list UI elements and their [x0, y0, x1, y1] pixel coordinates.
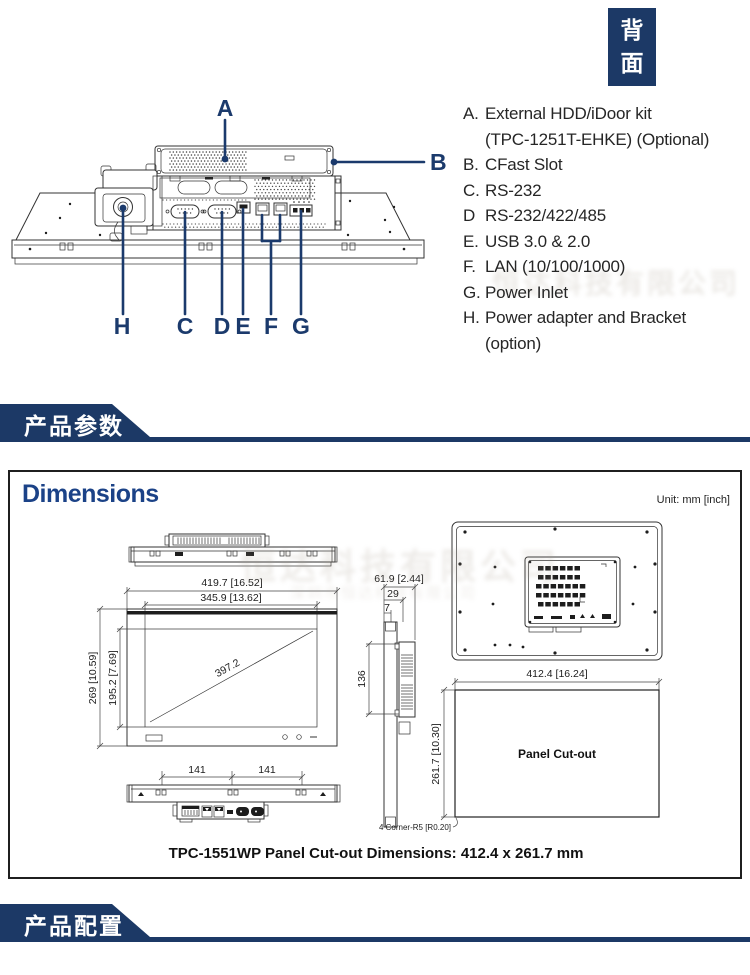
dim-side-136: 136: [356, 670, 368, 688]
dimensions-unit: Unit: mm [inch]: [656, 494, 730, 506]
back-char-2: 面: [620, 50, 644, 77]
legend-item-a: A. External HDD/iDoor kit(TPC-1251T-EHKE…: [463, 104, 710, 149]
legend-item-d: D RS-232/422/485: [463, 206, 607, 225]
dim-cutout-height: 261.7 [10.30]: [430, 723, 442, 784]
legend-item-c: C. RS-232: [463, 180, 542, 200]
port-labels: A B C D E F G H: [114, 95, 447, 339]
dim-side-depth: 61.9 [2.44]: [374, 573, 424, 585]
label-a: A: [217, 95, 234, 121]
label-h: H: [114, 313, 131, 339]
label-g: G: [292, 313, 310, 339]
front-view-drawing: 419.7 [16.52] 345.9 [13.62] 397.2 269 [1…: [87, 577, 341, 750]
top-view-drawing: [128, 533, 338, 567]
legend-item-f: F. LAN (10/100/1000): [463, 257, 626, 276]
dsub-cutout-2: [214, 180, 248, 195]
dsub-cutout-1: [177, 180, 211, 195]
banner-shape: [0, 404, 750, 442]
dim-cutout-width: 412.4 [16.24]: [526, 668, 587, 680]
label-f: F: [264, 313, 278, 339]
dim-front-outer-height: 269 [10.59]: [87, 652, 99, 705]
hdd-kit-vent: [169, 151, 247, 171]
legend-item-g: G. Power Inlet: [463, 282, 568, 302]
dim-front-outer-width: 419.7 [16.52]: [201, 577, 262, 589]
section-banner-config: 产品配置: [0, 904, 750, 944]
label-c: C: [177, 313, 194, 339]
dim-front-display-width: 345.9 [13.62]: [200, 592, 261, 604]
back-char-1: 背: [620, 16, 644, 43]
rear-view-screws: [458, 527, 657, 655]
dim-bottom-141-right: 141: [258, 764, 276, 776]
banner-shape: [0, 904, 750, 942]
dim-bottom-141-left: 141: [188, 764, 206, 776]
cutout-caption: TPC-1551WP Panel Cut-out Dimensions: 412…: [169, 845, 584, 862]
io-module: [146, 145, 342, 231]
module-vent-right: [254, 179, 316, 200]
legend-item-h: H. Power adapter and Bracket(option): [463, 308, 687, 353]
label-e: E: [235, 313, 250, 339]
power-adapter: [94, 163, 163, 242]
section-banner-specs: 产品参数: [0, 404, 750, 444]
legend-item-b: B. CFast Slot: [463, 155, 563, 174]
dim-side-7: 7: [384, 602, 390, 614]
back-side-tag: 背 面: [608, 8, 656, 86]
label-b: B: [430, 149, 447, 175]
dimensions-title: Dimensions: [22, 480, 159, 508]
section-title-config: 产品配置: [24, 913, 124, 939]
panel-cutout-label: Panel Cut-out: [518, 747, 596, 761]
port-legend: A. External HDD/iDoor kit(TPC-1251T-EHKE…: [463, 101, 749, 356]
leader-lines: [119, 118, 426, 316]
rear-io-diagram: A B C D E F G H: [11, 95, 447, 339]
dimensions-panel: Dimensions Unit: mm [inch]: [8, 470, 742, 879]
module-vent-row: [162, 199, 247, 201]
dim-front-diagonal: 397.2: [213, 657, 242, 680]
dim-front-display-height: 195.2 [7.69]: [107, 650, 119, 706]
cutout-corner-note: 4 Corner-R5 [R0.20]: [379, 823, 451, 832]
dim-side-29: 29: [387, 588, 399, 600]
panel-cutout-drawing: 412.4 [16.24] 261.7 [10.30] Panel Cut-ou…: [379, 668, 663, 832]
dimension-drawings: 419.7 [16.52] 345.9 [13.62] 397.2 269 [1…: [87, 521, 663, 862]
module-vent-bottom: [162, 223, 326, 228]
legend-item-e: E. USB 3.0 & 2.0: [463, 231, 591, 251]
rear-view-drawing: [451, 521, 663, 661]
bottom-view-drawing: 141 141: [126, 764, 341, 823]
label-d: D: [214, 313, 231, 339]
section-title-specs: 产品参数: [24, 413, 124, 439]
front-logo-mark: [145, 734, 163, 742]
side-view-drawing: 61.9 [2.44] 29 7: [356, 573, 424, 828]
